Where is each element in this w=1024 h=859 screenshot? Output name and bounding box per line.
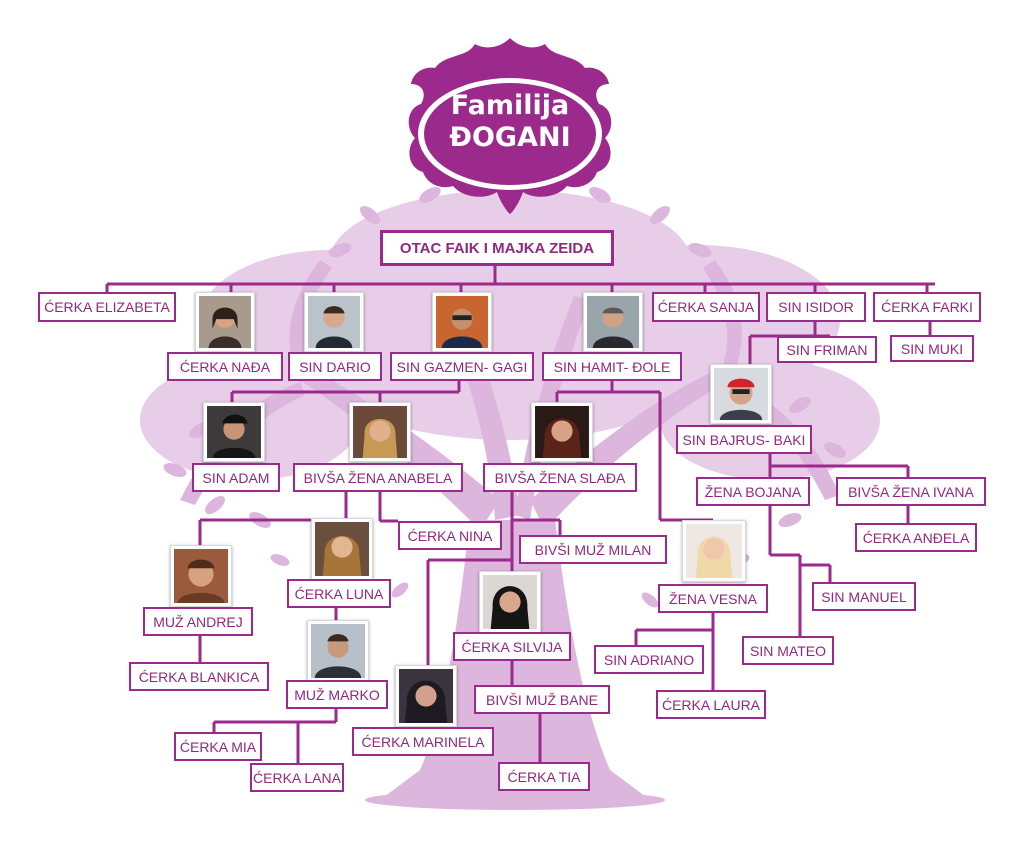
- node-vesna: ŽENA VESNA: [658, 584, 768, 613]
- node-nina: ĆERKA NINA: [398, 521, 502, 550]
- node-adriano: SIN ADRIANO: [594, 645, 704, 674]
- node-andjela: ĆERKA ANĐELA: [855, 523, 977, 552]
- avatar-gazmen: [432, 292, 492, 352]
- node-luna: ĆERKA LUNA: [287, 579, 391, 608]
- node-friman: SIN FRIMAN: [777, 336, 877, 363]
- node-nadja: ĆERKA NAĐA: [167, 352, 283, 381]
- avatar-marinela: [395, 665, 457, 727]
- node-anabela: BIVŠA ŽENA ANABELA: [293, 463, 463, 492]
- node-andrej: MUŽ ANDREJ: [143, 607, 253, 636]
- avatar-vesna: [682, 520, 746, 582]
- node-lana: ĆERKA LANA: [250, 763, 344, 792]
- ornament-icon: [408, 38, 612, 214]
- node-sanja: ĆERKA SANJA: [652, 292, 760, 322]
- avatar-bajrus: [710, 364, 772, 424]
- title-badge: Familija ĐOGANI: [405, 38, 615, 214]
- avatar-luna: [311, 518, 373, 580]
- node-adam: SIN ADAM: [192, 463, 280, 492]
- node-blankica: ĆERKA BLANKICA: [129, 662, 269, 691]
- node-milan: BIVŠI MUŽ MILAN: [519, 535, 667, 564]
- node-silvija: ĆERKA SILVIJA: [453, 632, 571, 661]
- node-manuel: SIN MANUEL: [812, 582, 916, 611]
- node-bojana: ŽENA BOJANA: [696, 477, 810, 506]
- title-line-2: ĐOGANI: [449, 122, 571, 153]
- avatar-anabela: [349, 402, 411, 462]
- node-muki: SIN MUKI: [890, 335, 974, 362]
- node-mia: ĆERKA MIA: [174, 732, 262, 761]
- avatar-hamit: [583, 292, 643, 352]
- node-laura: ĆERKA LAURA: [656, 690, 766, 719]
- title-line-1: Familija: [450, 90, 570, 121]
- node-elizabeta: ĆERKA ELIZABETA: [38, 292, 176, 322]
- node-marinela: ĆERKA MARINELA: [352, 727, 494, 756]
- node-dario: SIN DARIO: [288, 352, 382, 381]
- avatar-dario: [304, 292, 364, 352]
- node-slada: BIVŠA ŽENA SLAĐA: [483, 463, 637, 492]
- node-bane: BIVŠI MUŽ BANE: [474, 685, 610, 714]
- node-mateo: SIN MATEO: [742, 636, 834, 665]
- avatar-adam: [203, 402, 265, 462]
- node-ivana: BIVŠA ŽENA IVANA: [836, 477, 986, 506]
- avatar-andrej: [170, 545, 232, 607]
- node-tia: ĆERKA TIA: [498, 762, 590, 791]
- node-isidor: SIN ISIDOR: [766, 292, 866, 322]
- avatar-marko: [307, 620, 369, 682]
- node-gazmen: SIN GAZMEN- GAGI: [390, 352, 534, 381]
- avatar-silvija: [479, 571, 541, 633]
- node-farki: ĆERKA FARKI: [873, 292, 981, 322]
- node-bajrus: SIN BAJRUS- BAKI: [676, 425, 812, 454]
- avatar-slada: [531, 402, 593, 462]
- node-hamit: SIN HAMIT- ĐOLE: [542, 352, 682, 381]
- node-parents: OTAC FAIK I MAJKA ZEIDA: [380, 230, 614, 266]
- node-marko: MUŽ MARKO: [286, 680, 388, 709]
- avatar-nadja: [195, 292, 255, 352]
